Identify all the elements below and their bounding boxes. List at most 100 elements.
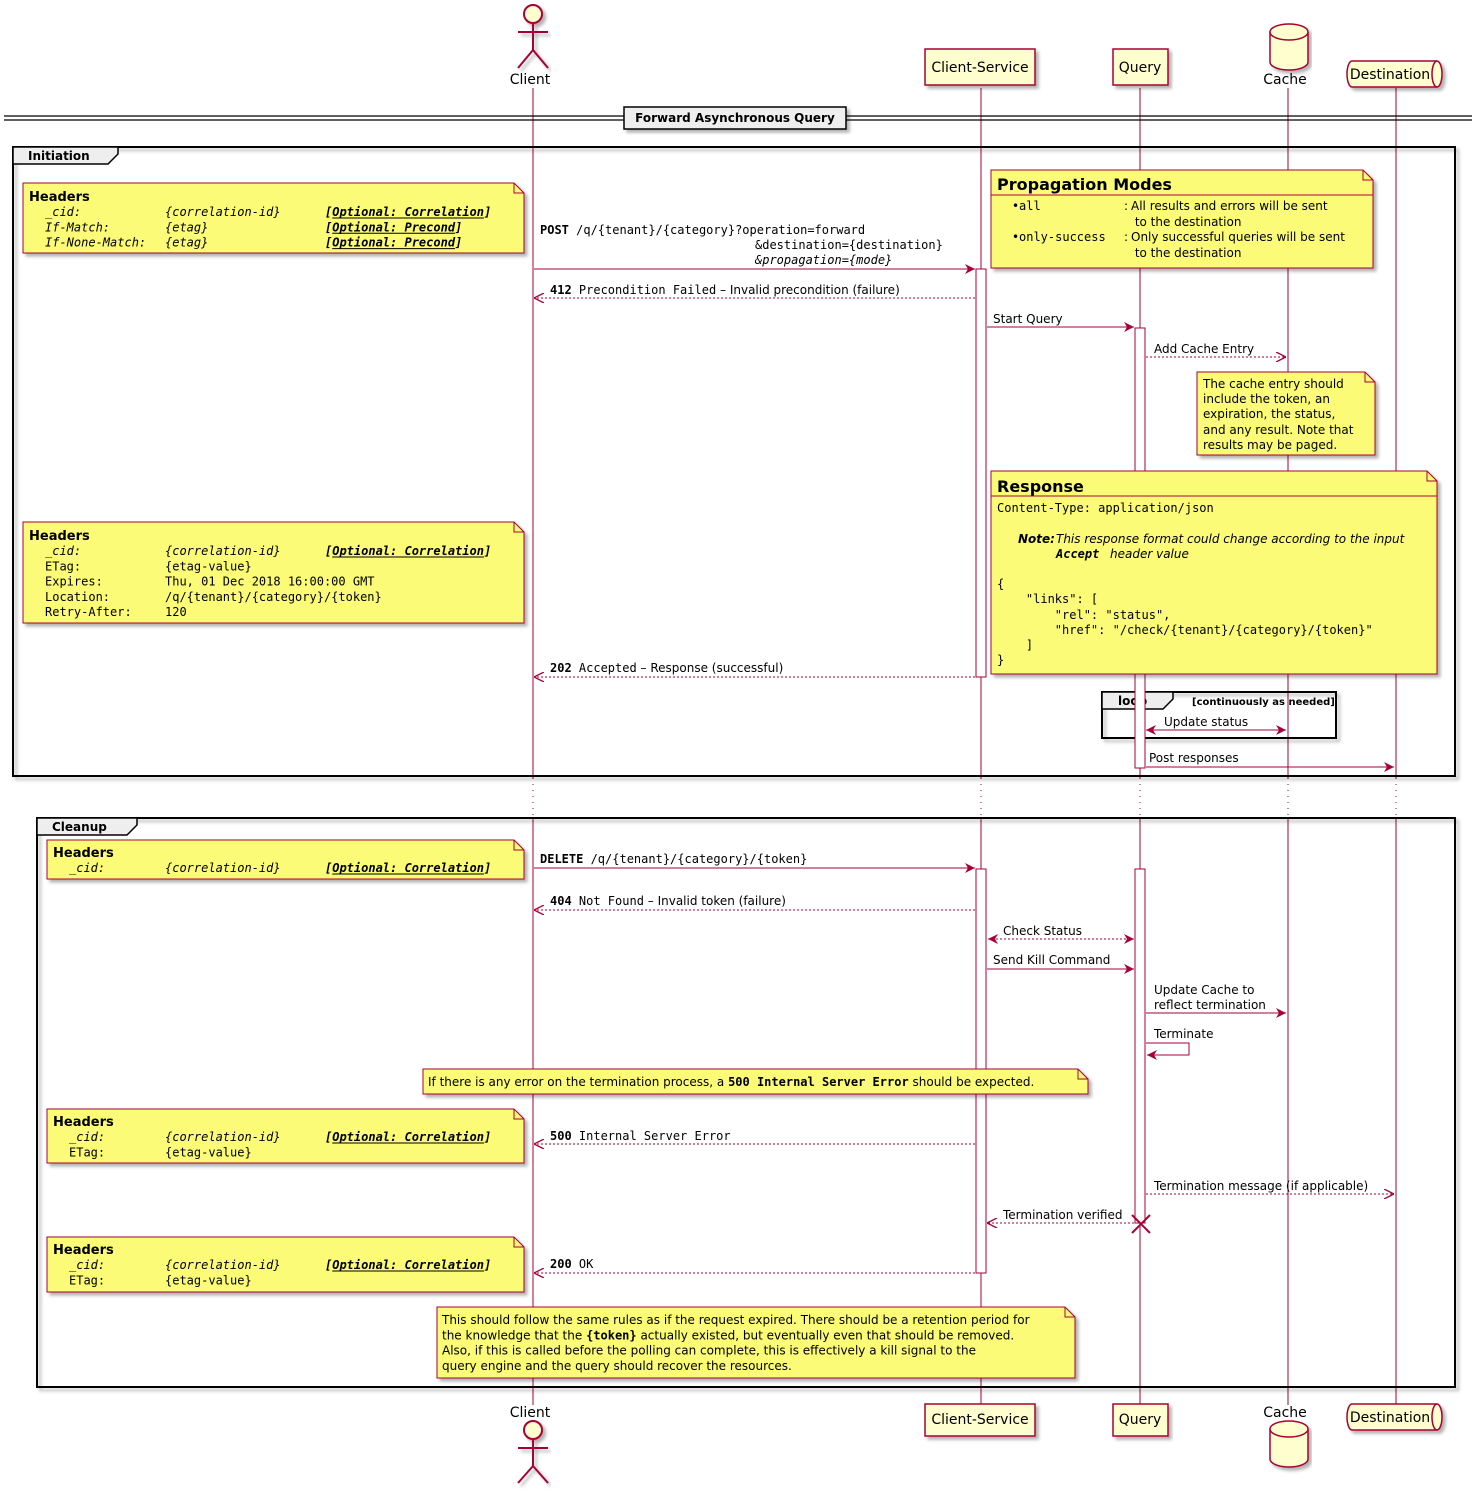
client-service-activation-1 <box>975 268 987 678</box>
header-name: _cid: <box>45 544 81 558</box>
header-value: {etag} <box>165 220 208 234</box>
check-status-label: Check Status <box>1003 924 1082 938</box>
header-name: _cid: <box>69 861 105 875</box>
termination-error-text: If there is any error on the termination… <box>428 1075 1034 1089</box>
final-note-line: This should follow the same rules as if … <box>441 1313 1030 1327</box>
send-kill-label: Send Kill Command <box>993 953 1110 967</box>
r404-label: 404 Not Found – Invalid token (failure) <box>550 894 786 908</box>
initiation-group-label: Initiation <box>28 149 90 163</box>
participant-client-bottom[interactable]: Client <box>510 1405 551 1484</box>
mode-all-desc-2: to the destination <box>1131 215 1241 229</box>
participant-cache-top[interactable]: Cache <box>1263 23 1309 88</box>
query-activation-2 <box>1134 868 1146 1224</box>
cache-entry-line-1: The cache entry should <box>1202 377 1344 391</box>
header-name: _cid: <box>45 205 81 219</box>
message-404: 404 Not Found – Invalid token (failure) <box>534 894 975 910</box>
mode-all: all <box>1019 199 1041 213</box>
mode-all-desc-1: All results and errors will be sent <box>1131 199 1328 213</box>
header-name: ETag: <box>45 559 81 573</box>
loop-condition: [continuously as needed] <box>1192 697 1335 708</box>
note-init-headers: Headers _cid:{correlation-id}[Optional: … <box>22 182 525 254</box>
activations <box>975 268 1146 1274</box>
client-label: Client <box>510 1405 551 1421</box>
response-note-accept: Accept <box>1055 547 1099 561</box>
r412-label: 412 Precondition Failed – Invalid precon… <box>550 283 900 297</box>
final-note-line: query engine and the query should recove… <box>442 1359 792 1373</box>
message-post: POST /q/{tenant}/{category}?operation=fo… <box>534 223 975 274</box>
r202-label: 202 Accepted – Response (successful) <box>550 661 783 675</box>
participant-client-top[interactable]: Client <box>510 4 551 88</box>
cleanup-group: Cleanup <box>36 817 1456 1388</box>
database-icon <box>1269 23 1309 71</box>
header-rows: _cid:{correlation-id}[Optional: Correlat… <box>69 1130 491 1159</box>
query-label: Query <box>1119 60 1162 76</box>
add-cache-entry-label: Add Cache Entry <box>1154 342 1254 356</box>
header-name: _cid: <box>69 1130 105 1144</box>
message-terminate: Terminate <box>1146 1027 1213 1060</box>
terminate-label: Terminate <box>1153 1027 1213 1041</box>
header-value: {correlation-id} <box>165 1258 281 1272</box>
header-flag: [Optional: Precond] <box>325 220 462 234</box>
diagram-title: Forward Asynchronous Query <box>635 111 835 125</box>
participant-destination-top[interactable]: Destination <box>1346 60 1443 88</box>
client-service-label: Client-Service <box>931 1412 1028 1428</box>
header-value: {etag-value} <box>165 559 252 573</box>
message-update-status: Update status <box>1146 715 1286 735</box>
bullet-icon: • <box>1012 230 1019 244</box>
participant-query-bottom[interactable]: Query <box>1112 1403 1169 1437</box>
header-name: ETag: <box>69 1145 105 1159</box>
response-json-line-3: "rel": "status", <box>997 608 1170 622</box>
participant-client-service-bottom[interactable]: Client-Service <box>924 1403 1036 1437</box>
message-termination-verified: Termination verified <box>987 1208 1151 1234</box>
header-value: {correlation-id} <box>165 1130 281 1144</box>
header-flag: [Optional: Correlation] <box>325 1258 491 1272</box>
message-post-responses: Post responses <box>1146 751 1394 772</box>
destination-label: Destination <box>1350 1410 1430 1426</box>
participant-client-service-top[interactable]: Client-Service <box>924 48 1036 86</box>
response-title: Response <box>997 477 1084 496</box>
final-note-line: the knowledge that the {token} actually … <box>442 1328 1014 1342</box>
cache-entry-line-4: and any result. Note that <box>1203 423 1354 437</box>
header-name: Location: <box>45 590 110 604</box>
note-termination-error: If there is any error on the termination… <box>422 1068 1089 1095</box>
propagation-modes-title: Propagation Modes <box>997 175 1172 194</box>
message-check-status: Check Status <box>988 924 1134 944</box>
header-flag: [Optional: Correlation] <box>325 544 491 558</box>
queue-icon <box>1346 60 1443 88</box>
mode-only-success-separator: : <box>1124 230 1128 244</box>
actor-icon <box>517 1420 549 1484</box>
destination-label: Destination <box>1350 67 1430 83</box>
note-cache-entry: The cache entry should include the token… <box>1196 371 1376 456</box>
final-note-lines: This should follow the same rules as if … <box>441 1313 1030 1373</box>
message-412: 412 Precondition Failed – Invalid precon… <box>534 283 975 298</box>
queue-icon <box>1346 1403 1443 1431</box>
header-flag: [Optional: Correlation] <box>325 861 491 875</box>
response-json-line-1: { <box>997 577 1004 591</box>
final-note-line: Also, if this is called before the polli… <box>442 1344 976 1358</box>
header-name: Retry-After: <box>45 605 132 619</box>
response-note-line-2: header value <box>1110 547 1189 561</box>
note-heading: Headers <box>29 529 90 544</box>
header-name: If-None-Match: <box>45 236 146 250</box>
header-name: _cid: <box>69 1258 105 1272</box>
cache-entry-line-3: expiration, the status, <box>1203 407 1335 421</box>
note-delete-headers: Headers _cid:{correlation-id}[Optional: … <box>46 839 525 880</box>
mode-only-success-desc-1: Only successful queries will be sent <box>1131 230 1345 244</box>
diagram-title-bar: Forward Asynchronous Query <box>4 106 1472 130</box>
message-500: 500 Internal Server Error <box>534 1129 975 1144</box>
cache-entry-line-2: include the token, an <box>1203 392 1330 406</box>
cache-label: Cache <box>1263 1405 1307 1421</box>
header-value: /q/{tenant}/{category}/{token} <box>165 590 382 604</box>
client-service-label: Client-Service <box>931 60 1028 76</box>
participant-destination-bottom[interactable]: Destination <box>1346 1403 1443 1431</box>
post-line-1: POST /q/{tenant}/{category}?operation=fo… <box>540 223 865 237</box>
header-rows: _cid:{correlation-id}[Optional: Correlat… <box>45 205 491 250</box>
participant-query-top[interactable]: Query <box>1112 48 1169 86</box>
note-heading: Headers <box>53 1243 114 1258</box>
start-query-label: Start Query <box>993 312 1063 326</box>
participant-cache-bottom[interactable]: Cache <box>1263 1405 1309 1468</box>
r500-label: 500 Internal Server Error <box>550 1129 731 1143</box>
termination-verified-label: Termination verified <box>1002 1208 1123 1222</box>
message-update-cache: Update Cache to reflect termination <box>1146 983 1286 1018</box>
